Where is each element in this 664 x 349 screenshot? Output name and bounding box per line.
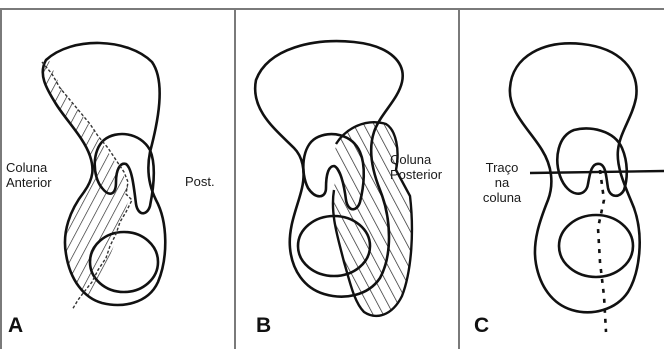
panel-letter-b: B bbox=[256, 314, 271, 338]
vertical-fracture-trace bbox=[598, 170, 606, 332]
label-posterior-column: Coluna Posterior bbox=[390, 152, 442, 182]
label-anterior-line1: Coluna bbox=[6, 160, 52, 175]
label-posterior: Post. bbox=[185, 174, 215, 189]
panel-letter-a: A bbox=[8, 314, 23, 338]
label-trace-line3: coluna bbox=[474, 190, 530, 205]
panel-b: Coluna Posterior B bbox=[236, 0, 458, 349]
label-trace-in-column: Traço na coluna bbox=[474, 160, 530, 205]
panel-a: Coluna Anterior Post. A bbox=[0, 0, 234, 349]
acetabulum-notch bbox=[557, 129, 626, 196]
label-trace-line1: Traço bbox=[474, 160, 530, 175]
panel-letter-c: C bbox=[474, 314, 489, 338]
label-posterior-line2: Posterior bbox=[390, 167, 442, 182]
label-anterior-line2: Anterior bbox=[6, 175, 52, 190]
label-trace-line2: na bbox=[474, 175, 530, 190]
obturator-foramen bbox=[559, 215, 633, 277]
label-posterior-line1: Coluna bbox=[390, 152, 442, 167]
panel-c: Traço na coluna C bbox=[460, 0, 664, 349]
label-anterior-column: Coluna Anterior bbox=[6, 160, 52, 190]
